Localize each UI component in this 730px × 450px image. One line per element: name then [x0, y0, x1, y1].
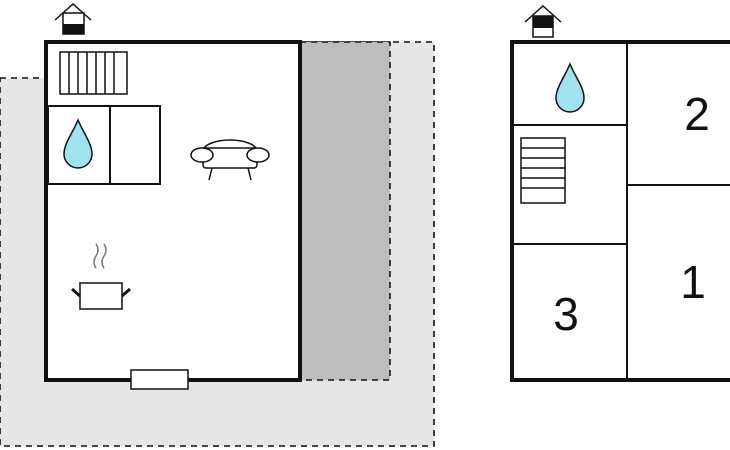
- house-icon: [54, 2, 92, 35]
- staircase-icon: [520, 137, 566, 204]
- window-icon: [130, 369, 189, 390]
- room-number-1: 1: [680, 256, 706, 308]
- radiator-icon: [59, 51, 128, 95]
- water-drop-icon: [555, 62, 585, 113]
- sofa-icon: [190, 139, 270, 181]
- ground-floor-house: [44, 40, 302, 382]
- room-number-2: 2: [684, 88, 710, 140]
- upper-floor-plan: [510, 40, 730, 382]
- water-drop-icon: [63, 118, 93, 169]
- cooking-pot-icon: [71, 243, 131, 310]
- room-number-3: 3: [553, 288, 579, 340]
- house-icon: [524, 4, 562, 38]
- bathroom-room: [47, 105, 161, 185]
- terrace: [299, 41, 391, 381]
